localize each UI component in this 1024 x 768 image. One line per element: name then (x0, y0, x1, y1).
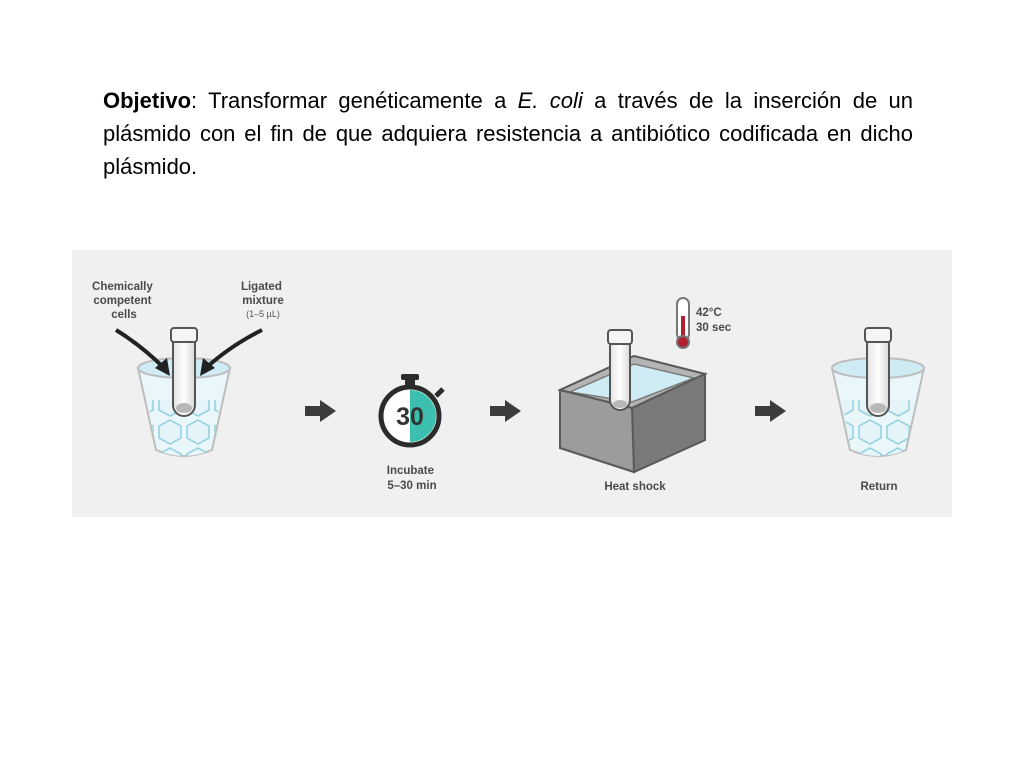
water-bath (556, 354, 708, 474)
step-arrow-1 (305, 400, 336, 422)
objective-text-before: : Transformar genéticamente a (191, 88, 518, 113)
diagram-canvas: Chemically competent cells Ligated mixtu… (92, 281, 926, 493)
tube-1 (170, 327, 198, 417)
transformation-diagram: Chemically competent cells Ligated mixtu… (72, 250, 952, 517)
tube-4 (864, 327, 892, 417)
organism-name: E. coli (517, 88, 583, 113)
ice-cubes-4 (842, 400, 914, 456)
cells-label: Chemically competent cells (92, 281, 156, 321)
heat-duration: 30 sec (696, 322, 732, 334)
mixture-label: Ligated mixture (241, 281, 285, 307)
timer-icon: 30 (378, 374, 445, 448)
arrowhead-cells (155, 358, 170, 376)
timer-value: 30 (396, 403, 424, 431)
objective-label: Objetivo (103, 88, 192, 113)
mixture-volume: (1–5 µL) (246, 309, 280, 319)
arrowhead-mixture (200, 358, 215, 376)
thermometer-icon (676, 297, 690, 349)
arrow-cells-into-tube (114, 328, 166, 370)
tube-3 (607, 329, 633, 411)
incubate-label: Incubate 5–30 min (387, 465, 438, 492)
objective-text: Objetivo: Transformar genéticamente a E.… (103, 84, 913, 183)
objective-text-after: a través de la inserción de un plásmido … (103, 88, 913, 179)
return-label: Return (860, 481, 897, 493)
arrow-mixture-into-tube (204, 328, 263, 370)
heat-shock-label: Heat shock (604, 481, 666, 493)
heat-temperature: 42°C (696, 307, 722, 319)
ice-cubes-1 (148, 400, 220, 456)
step-arrow-2 (490, 400, 521, 422)
step-arrow-3 (755, 400, 786, 422)
